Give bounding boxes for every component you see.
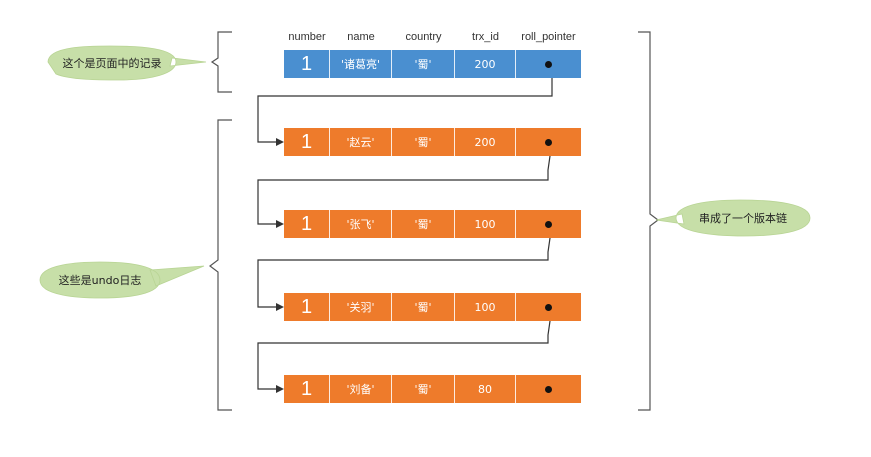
undo-record-trx-id: 80 xyxy=(455,375,516,403)
undo-record-country: '蜀' xyxy=(392,293,455,321)
pointer-line-2 xyxy=(257,141,553,225)
pointer-dot xyxy=(545,138,552,146)
undo-record-number: 1 xyxy=(284,293,330,321)
callout-bubble-undo-log xyxy=(39,261,205,299)
undo-record-roll-pointer xyxy=(516,293,581,321)
page-record-name: '诸葛亮' xyxy=(330,50,392,78)
arrow-head-2 xyxy=(276,220,284,228)
undo-record-row-1: 1 '赵云' '蜀' 200 xyxy=(284,128,581,156)
arrow-head-4 xyxy=(276,385,284,393)
pointer-line-1 xyxy=(257,64,553,143)
undo-record-name: '关羽' xyxy=(330,293,392,321)
undo-record-number: 1 xyxy=(284,128,330,156)
undo-record-number: 1 xyxy=(284,210,330,238)
pointer-dot xyxy=(545,220,552,228)
undo-record-roll-pointer xyxy=(516,128,581,156)
undo-record-country: '蜀' xyxy=(392,375,455,403)
pointer-line-4 xyxy=(257,306,553,390)
page-record-country: '蜀' xyxy=(392,50,455,78)
pointer-line-3 xyxy=(257,223,553,308)
page-record-brace xyxy=(210,31,232,93)
undo-record-trx-id: 100 xyxy=(455,293,516,321)
undo-record-trx-id: 200 xyxy=(455,128,516,156)
callout-bubble-page-record xyxy=(47,45,207,81)
undo-record-country: '蜀' xyxy=(392,128,455,156)
undo-record-row-4: 1 '刘备' '蜀' 80 xyxy=(284,375,581,403)
page-record-trx-id: 200 xyxy=(455,50,516,78)
arrow-head-3 xyxy=(276,303,284,311)
undo-record-name: '刘备' xyxy=(330,375,392,403)
undo-record-number: 1 xyxy=(284,375,330,403)
callout-undo-log-text: 这些是undo日志 xyxy=(58,274,142,287)
undo-record-row-3: 1 '关羽' '蜀' 100 xyxy=(284,293,581,321)
column-header-number: number xyxy=(288,31,326,43)
undo-record-name: '赵云' xyxy=(330,128,392,156)
pointer-dot xyxy=(545,303,552,311)
arrow-head-1 xyxy=(276,138,284,146)
column-header-name: name xyxy=(347,31,375,43)
undo-log-brace xyxy=(209,119,232,411)
callout-page-record-text: 这个是页面中的记录 xyxy=(62,57,162,70)
page-record-number: 1 xyxy=(284,50,330,78)
version-chain-brace xyxy=(638,31,659,411)
pointer-dot xyxy=(545,60,552,68)
undo-record-country: '蜀' xyxy=(392,210,455,238)
column-header-country: country xyxy=(405,31,442,43)
column-header-roll-pointer: roll_pointer xyxy=(521,31,576,43)
page-record-row: 1 '诸葛亮' '蜀' 200 xyxy=(284,50,581,78)
undo-record-roll-pointer xyxy=(516,210,581,238)
column-header-trx-id: trx_id xyxy=(472,31,499,43)
undo-record-name: '张飞' xyxy=(330,210,392,238)
undo-record-roll-pointer xyxy=(516,375,581,403)
undo-record-trx-id: 100 xyxy=(455,210,516,238)
callout-version-chain-text: 串成了一个版本链 xyxy=(699,212,787,225)
pointer-dot xyxy=(545,385,552,393)
undo-record-row-2: 1 '张飞' '蜀' 100 xyxy=(284,210,581,238)
callout-bubble-version-chain xyxy=(655,199,811,237)
page-record-roll-pointer xyxy=(516,50,581,78)
